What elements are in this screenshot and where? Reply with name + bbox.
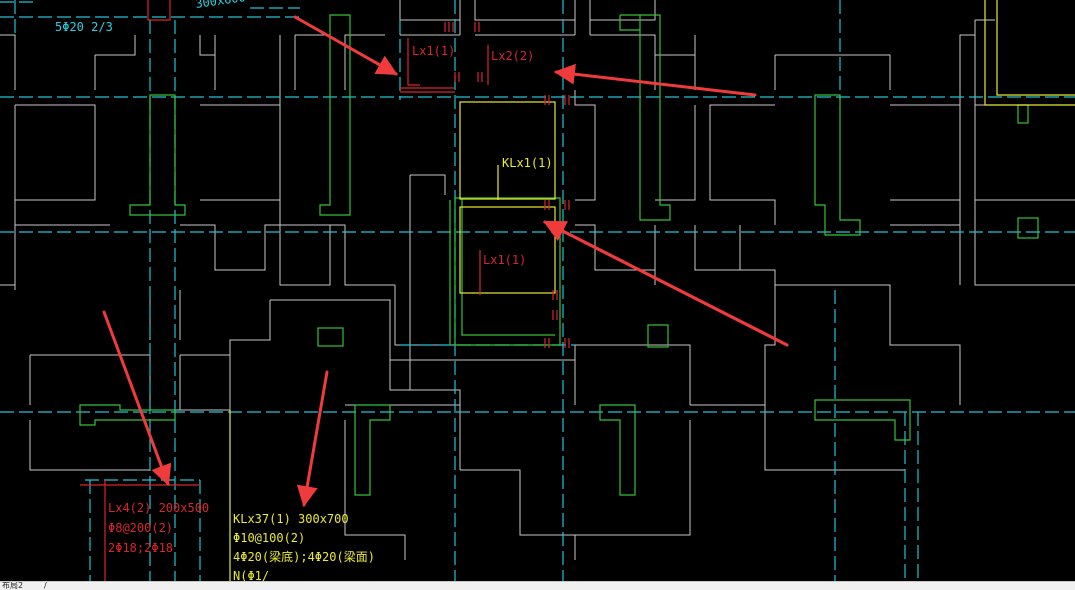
lx1-mid-label: Lx1(1) [483,253,526,267]
drawing-labels: 5Φ20 2/3 300x600 Lx1(1) Lx2(2) KLx1(1) L… [55,0,553,581]
beam-markers [80,0,570,581]
arrow-to-lx4 [102,310,172,486]
arrow-to-klx37 [296,370,329,508]
column-outlines [79,14,1039,496]
status-bar: 布局2 / [0,581,1075,590]
layout-tab-separator: / [44,581,47,590]
wall-outlines [0,0,1075,560]
arrow-to-lx1-top [293,15,398,76]
lx2-label: Lx2(2) [491,49,534,63]
annotation-arrows [102,15,789,508]
arrow-to-lx2 [553,63,757,97]
lx4-note-line2: Φ8@200(2) [108,521,173,535]
klx37-note-line4: N(Φ1/ [233,569,269,581]
klx1-label: KLx1(1) [502,156,553,170]
layout-tab-label[interactable]: 布局2 [2,581,24,590]
lx1-top-label: Lx1(1) [412,44,455,58]
lx4-note-line1: Lx4(2) 200x500 [108,501,209,515]
rebar-note-label: 5Φ20 2/3 [55,20,113,34]
arrow-to-lx1-mid [543,220,789,347]
beam-size-partial-label: 300x600 [194,0,246,11]
klx37-note-line2: Φ10@100(2) [233,531,305,545]
lx4-note-line3: 2Φ18;2Φ18 [108,541,173,555]
klx37-note-line1: KLx37(1) 300x700 [233,512,349,526]
klx37-note-line3: 4Φ20(梁底);4Φ20(梁面) [233,549,375,564]
yellow-beams [229,0,1075,581]
